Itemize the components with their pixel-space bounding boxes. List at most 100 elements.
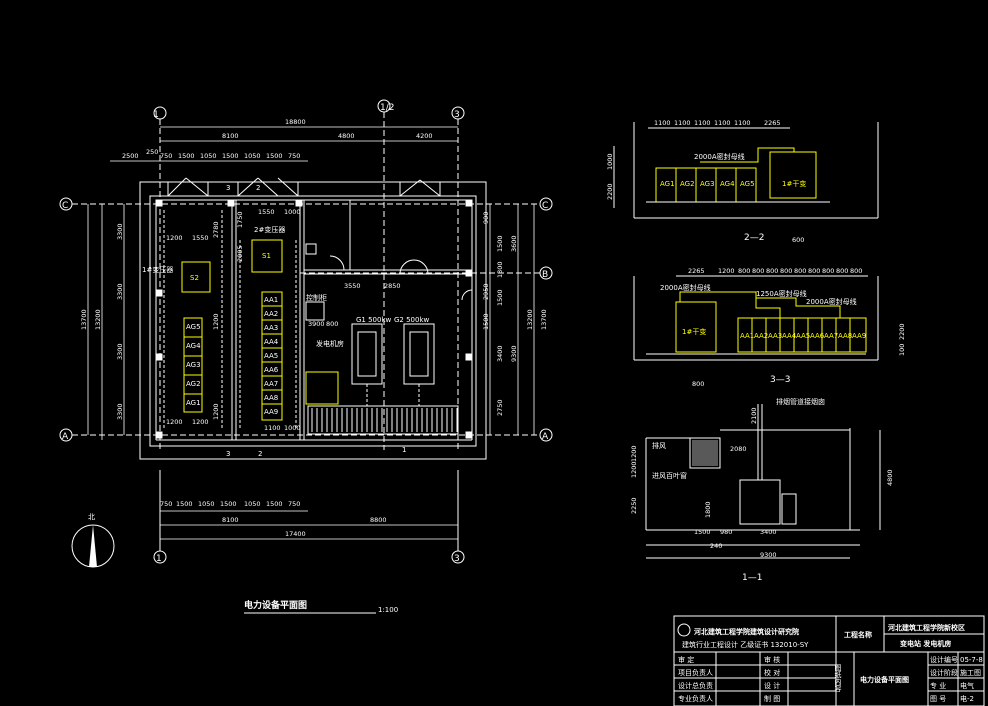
room-dim-1: 1550 xyxy=(192,234,209,242)
dim-right-5: 1500 xyxy=(496,289,504,306)
building-outline xyxy=(139,181,487,460)
north-label: 北 xyxy=(88,513,95,521)
room-dim-15: 1200 xyxy=(212,313,220,330)
s22-bottom-dim: 600 xyxy=(792,236,804,244)
s33-dim-2: 800 xyxy=(738,267,750,275)
project-sub: 变电站 发电机房 xyxy=(900,639,951,648)
gen2-label: G2 500kw xyxy=(394,316,430,324)
row-mid-0: 审 核 xyxy=(764,655,780,664)
plan-labels: 1 1/2 3 1 3 C A C B A 18800 8100 4800 42… xyxy=(62,103,549,564)
dim-right-2: 3600 xyxy=(510,235,518,252)
s33-cab-5: AA6 xyxy=(810,332,825,340)
company-license: 建筑行业工程设计 乙级证书 132010-SY xyxy=(682,640,809,649)
dim-right-total: 13700 xyxy=(540,309,548,330)
s22-dim-5: 2265 xyxy=(764,119,781,127)
room-dim-11: 3550 xyxy=(344,282,361,290)
s33-dim-5: 800 xyxy=(780,267,792,275)
axis-1-top: 1 xyxy=(153,110,159,120)
dim-right-9: 2750 xyxy=(496,399,504,416)
dim-right-0: 900 xyxy=(482,212,490,224)
s33-busbar2: 1250A密封母线 xyxy=(756,289,807,298)
dim-left-sub: 13200 xyxy=(94,309,102,330)
room-dim-9: 1100 xyxy=(264,424,281,432)
s33-dim-right-0: 2200 xyxy=(898,323,906,340)
axis-1-2-top: 1/2 xyxy=(380,103,394,113)
ag1-label: AG1 xyxy=(186,399,201,407)
s11-dim-9: 240 xyxy=(710,542,722,550)
dim-top-1: 8100 xyxy=(222,132,239,140)
room-dim-8: 1200 xyxy=(192,418,209,426)
s22-dim-0: 1100 xyxy=(654,119,671,127)
row-left-2: 设计总负责 xyxy=(678,681,713,690)
aa9-label: AA9 xyxy=(264,408,278,416)
row-right-label-0: 设计编号 xyxy=(930,655,958,664)
dim-top2-8: 750 xyxy=(288,152,300,160)
dim-top-total: 18800 xyxy=(285,118,306,126)
row-right-label-2: 专 业 xyxy=(930,681,946,690)
aa2-label: AA2 xyxy=(264,310,278,318)
s33-cab-4: AA5 xyxy=(796,332,810,340)
axis-c-right: C xyxy=(542,201,548,211)
s33-busbar1: 2000A密封母线 xyxy=(660,283,711,292)
s22-cab-4: AG5 xyxy=(740,180,755,188)
radiator-grille xyxy=(307,405,459,435)
dim-top2-4: 1050 xyxy=(200,152,217,160)
row-left-1: 项目负责人 xyxy=(678,668,713,677)
s33-cab-3: AA4 xyxy=(782,332,797,340)
dim-left-2: 3300 xyxy=(116,343,124,360)
grid-axis-bottom xyxy=(153,470,465,564)
dim-top-2: 4800 xyxy=(338,132,355,140)
s1-label: S1 xyxy=(262,252,271,260)
project-label: 工程名称 xyxy=(844,630,872,639)
s22-busbar: 2000A密封母线 xyxy=(694,152,745,161)
s33-title: 3—3 xyxy=(770,375,790,385)
axis-b-right: B xyxy=(542,270,548,280)
s11-dim-10: 9300 xyxy=(760,551,777,559)
s11-dim-2: 1200 xyxy=(630,445,638,462)
s11-label-top: 排烟管道接烟囱 xyxy=(776,397,825,406)
s22-dim-3: 1100 xyxy=(714,119,731,127)
aa6-label: AA6 xyxy=(264,366,279,374)
s33-dim-6: 800 xyxy=(794,267,806,275)
project-name: 河北建筑工程学院新校区 xyxy=(888,623,965,632)
transformer2-label: 2#变压器 xyxy=(254,225,285,234)
axis-a-left: A xyxy=(62,432,69,442)
company-name: 河北建筑工程学院建筑设计研究院 xyxy=(694,627,799,636)
s11-dim-1: 2080 xyxy=(730,445,747,453)
room-dim-2: 1550 xyxy=(258,208,275,216)
north-arrow: 北 xyxy=(71,513,115,568)
row-mid-2: 设 计 xyxy=(764,681,780,690)
plan-equipment xyxy=(181,239,339,421)
floor-plan xyxy=(59,99,553,564)
row-mid-1: 校 对 xyxy=(764,668,780,677)
s33-cab-8: AA9 xyxy=(852,332,866,340)
aa7-label: AA7 xyxy=(264,380,278,388)
gen1-label: G1 500kw xyxy=(356,316,392,324)
s33-dim-10: 800 xyxy=(850,267,862,275)
s11-title: 1—1 xyxy=(742,573,762,583)
plan-title-text: 电力设备平面图 xyxy=(244,599,307,611)
dim-right-6: 1500 xyxy=(482,313,490,330)
s11-dim-0: 2100 xyxy=(750,407,758,424)
s11-dim-7: 980 xyxy=(720,528,732,536)
dim-top2-7: 1500 xyxy=(266,152,283,160)
dim-right-4: 2950 xyxy=(482,283,490,300)
mark-3-top: 3 xyxy=(226,184,230,192)
s22-dim-left-1: 2200 xyxy=(606,183,614,200)
dim-left-0: 3300 xyxy=(116,223,124,240)
s33-dim-7: 800 xyxy=(808,267,820,275)
s33-bottom-dim: 800 xyxy=(692,380,704,388)
room-dim-13: 3900 xyxy=(308,320,325,328)
dim-top2-1: 250 xyxy=(146,148,158,156)
s33-dim-right-1: 100 xyxy=(898,344,906,356)
s22-cab-0: AG1 xyxy=(660,180,675,188)
s2-label: S2 xyxy=(190,274,199,282)
mark-2-top: 2 xyxy=(256,184,260,192)
axis-3-bottom: 3 xyxy=(454,554,460,564)
section-3-3: 2265 1200 800 800 800 800 800 800 800 80… xyxy=(633,267,906,388)
room-dim-7: 1200 xyxy=(166,418,183,426)
room-dim-4: 1750 xyxy=(236,211,244,228)
plan-scale: 1:100 xyxy=(378,606,398,614)
dim-top-3: 4200 xyxy=(416,132,433,140)
dim-bottom2-1: 1500 xyxy=(176,500,193,508)
